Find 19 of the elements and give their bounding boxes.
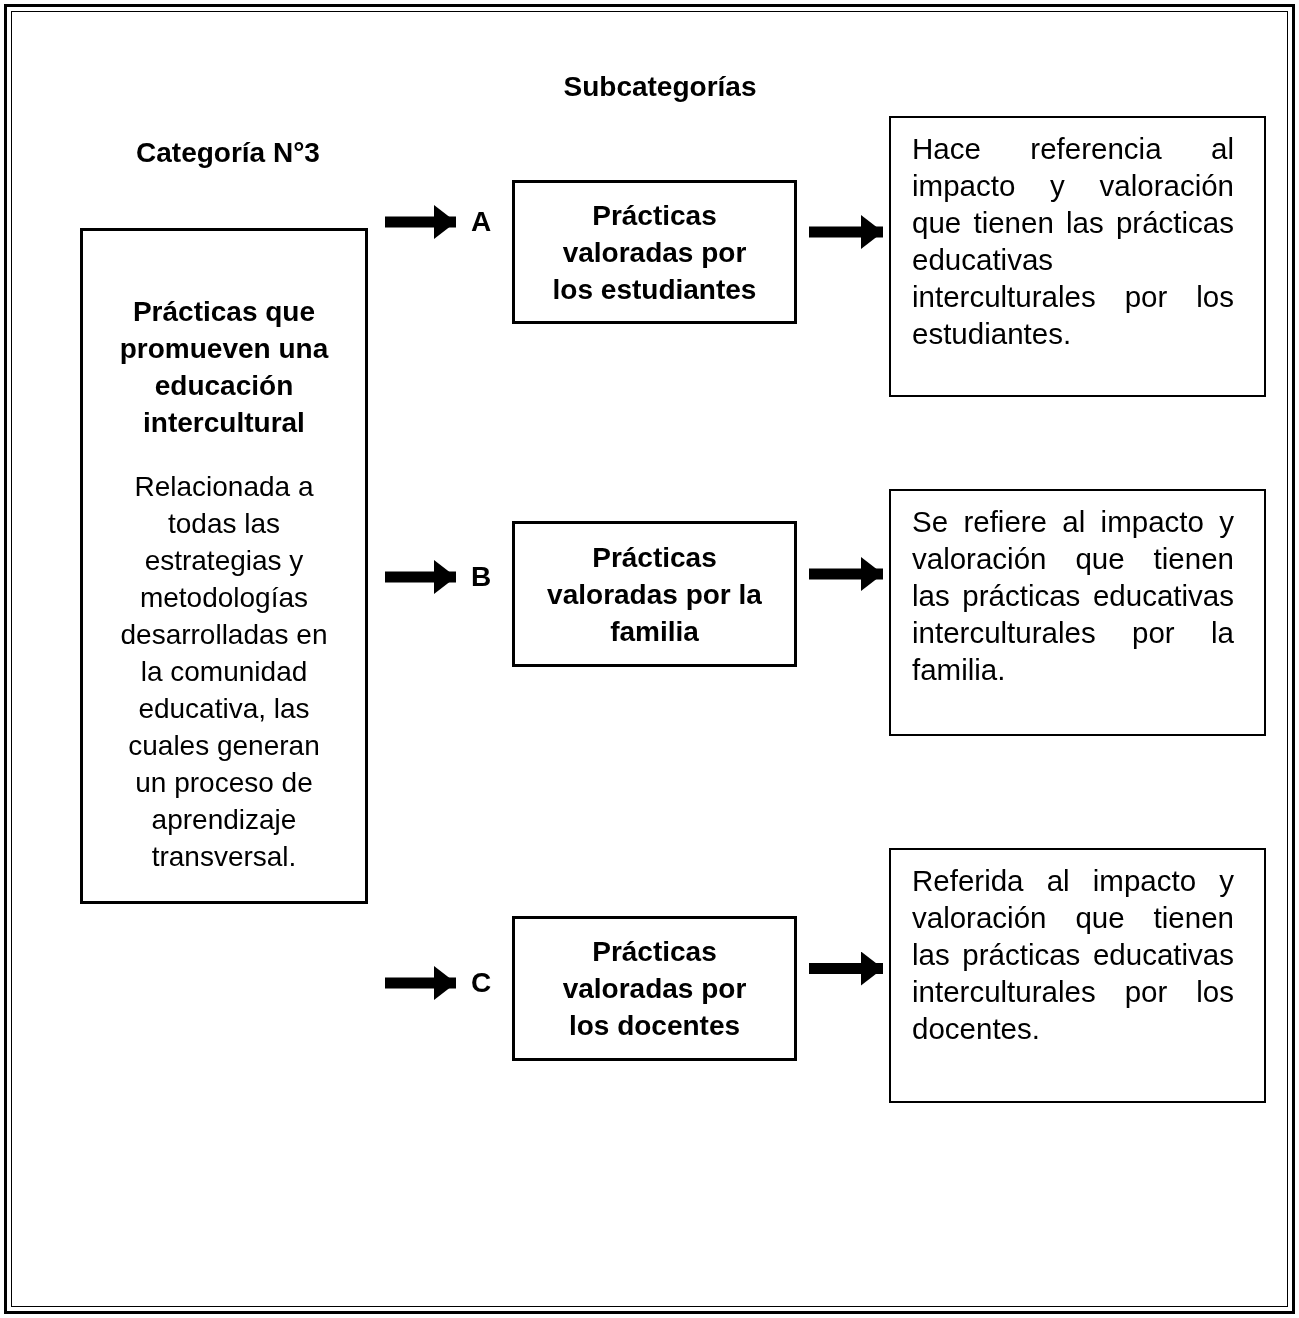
arrow [809,215,883,249]
subcategory-letter: A [466,204,496,240]
subcategory-box: Prácticas valoradas por los estudiantes [512,180,797,324]
category-heading: Categoría N°3 [135,136,321,170]
arrow [809,557,883,591]
description-box: Hace referencia al impacto y valoración que tienen las prácticas educativas interculturales por los estudiantes. [889,116,1266,397]
description-box: Se refiere al impacto y valoración que tienen las prácticas educativas interculturales por la familia. [889,489,1266,736]
description-box: Referida al impacto y valoración que tienen las prácticas educativas interculturales por los docentes. [889,848,1266,1103]
category-title: Prácticas que promueven una educación intercultural [118,295,330,440]
column-heading: Subcategorías [562,70,758,104]
arrow [385,966,456,1000]
subcategory-letter: C [466,965,496,1001]
subcategory-letter: B [466,559,496,595]
arrow [385,560,456,594]
subcategory-box: Prácticas valoradas por los docentes [512,916,797,1061]
category-description: Relacionada a todas las estrategias y metodologías desarrolladas en la comunidad educativa, las cuales generan un proceso de aprendizaje transversal. [119,470,329,874]
subcategory-box: Prácticas valoradas por la familia [512,521,797,667]
arrow [385,205,456,239]
arrow [809,951,883,986]
